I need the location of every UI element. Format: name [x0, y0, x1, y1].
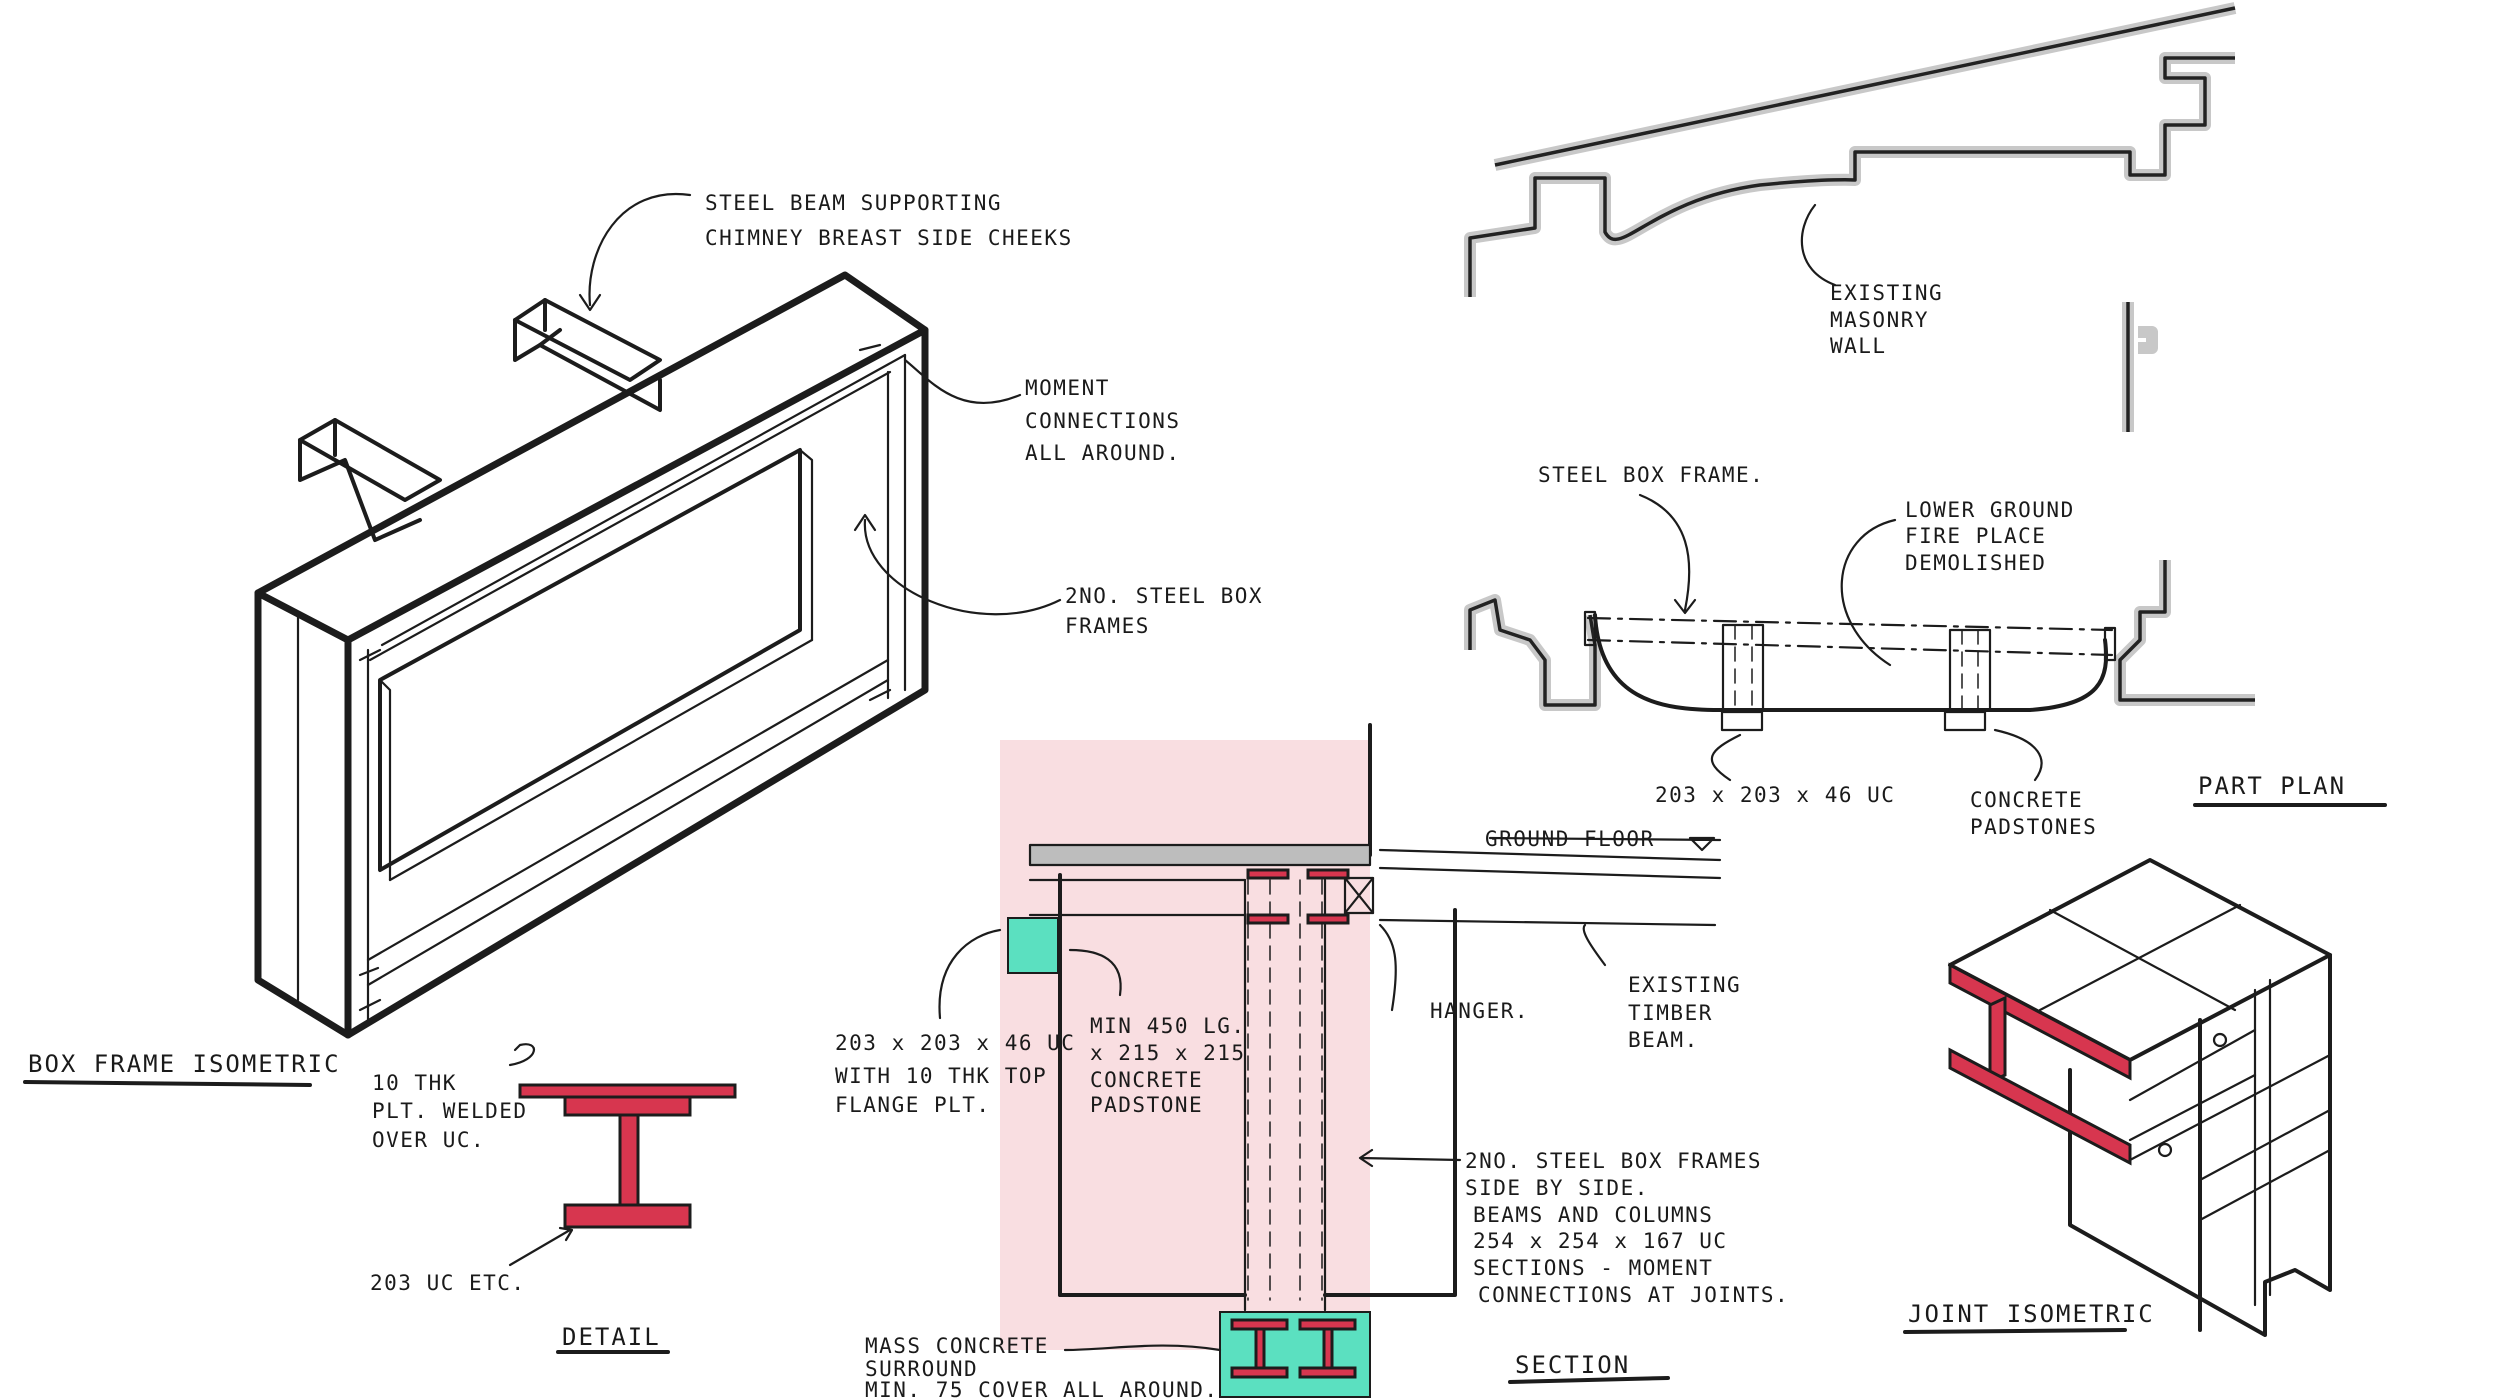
section-note-ground-floor: GROUND FLOOR [1485, 827, 1655, 851]
section-beam-bottom-flange-a [1246, 913, 1290, 925]
detail-leader-plate [508, 1043, 536, 1067]
box-frame [254, 271, 929, 1039]
note-steel-beam-line1: STEEL BEAM SUPPORTING [705, 191, 1002, 215]
section-note-box-frames-line4: 254 x 254 x 167 UC [1473, 1229, 1728, 1253]
section-beam-top-flange-b [1306, 868, 1350, 880]
box-frame-isometric-drawing: STEEL BEAM SUPPORTING CHIMNEY BREAST SID… [23, 191, 1263, 1087]
section-note-padstone-line4: PADSTONE [1090, 1093, 1203, 1117]
section-title-underline [1508, 1376, 1670, 1384]
section-note-box-frames-line5: SECTIONS - MOMENT [1473, 1256, 1713, 1280]
section-note-timber-line1: EXISTING [1628, 973, 1741, 997]
masonry-wall-plan-upper: EXISTING MASONRY WALL [1464, 2, 2237, 432]
section-note-box-frames-line3: BEAMS AND COLUMNS [1473, 1203, 1713, 1227]
section-note-timber-line2: TIMBER [1628, 1001, 1713, 1025]
section-note-mass-concrete-line3: MIN. 75 COVER ALL AROUND. [865, 1378, 1219, 1399]
note-frames-line1: 2NO. STEEL BOX [1065, 584, 1263, 608]
section-padstone [1007, 917, 1059, 974]
section-note-uc-line2: WITH 10 THK TOP [835, 1064, 1047, 1088]
section-note-box-frames-line1: 2NO. STEEL BOX FRAMES [1465, 1149, 1762, 1173]
detail-bottom-flange [563, 1203, 692, 1229]
note-steel-beam-line2: CHIMNEY BREAST SIDE CHEEKS [705, 226, 1073, 250]
section-drawing: GROUND FLOOR 203 x 203 x 46 UC WITH 10 T… [835, 723, 1789, 1399]
section-note-box-frames-line6: CONNECTIONS AT JOINTS. [1478, 1283, 1789, 1307]
section-beam-top-flange-a [1246, 868, 1290, 880]
note-moment-line3: ALL AROUND. [1025, 441, 1181, 465]
detail-leader-section [508, 1226, 574, 1267]
section-note-padstone-line2: x 215 x 215 [1090, 1041, 1246, 1065]
detail-note-plate-line1: 10 THK [372, 1071, 457, 1095]
section-leaders [938, 923, 1607, 1352]
plan-note-fireplace-line3: DEMOLISHED [1905, 551, 2046, 575]
section-note-timber-line3: BEAM. [1628, 1028, 1699, 1052]
note-moment-line2: CONNECTIONS [1025, 409, 1181, 433]
part-plan-title: PART PLAN [2198, 772, 2346, 800]
box-frame-leaders [578, 192, 1062, 616]
part-plan-leaders [1638, 493, 2043, 782]
detail-note-plate-line3: OVER UC. [372, 1128, 485, 1152]
section-note-box-frames-line2: SIDE BY SIDE. [1465, 1176, 1649, 1200]
detail-top-plate [518, 1083, 737, 1099]
joint-title-underline [1903, 1328, 2127, 1334]
section-note-mass-concrete-line1: MASS CONCRETE [865, 1334, 1049, 1358]
plan-note-steel-box: STEEL BOX FRAME. [1538, 463, 1764, 487]
detail-drawing: 10 THK PLT. WELDED OVER UC. 203 UC ETC. … [370, 1043, 737, 1354]
plan-note-fireplace-line1: LOWER GROUND [1905, 498, 2075, 522]
part-plan-drawing: STEEL BOX FRAME. LOWER GROUND FIRE PLACE… [1464, 463, 2387, 839]
detail-title: DETAIL [562, 1323, 661, 1351]
box-frame-title-underline [23, 1080, 312, 1087]
plan-note-masonry-line2: MASONRY [1830, 308, 1929, 332]
ground-floor-level-marker [1488, 836, 1722, 852]
joint-web [1988, 995, 2007, 1085]
box-frame-isometric-title: BOX FRAME ISOMETRIC [28, 1050, 341, 1078]
section-note-uc-line1: 203 x 203 x 46 UC [835, 1031, 1075, 1055]
plan-note-fireplace-line2: FIRE PLACE [1905, 524, 2046, 548]
section-note-uc-line3: FLANGE PLT. [835, 1093, 991, 1117]
detail-top-flange [563, 1095, 692, 1117]
section-beam-bottom-flange-b [1306, 913, 1350, 925]
section-note-hanger: HANGER. [1430, 999, 1529, 1023]
note-moment-line1: MOMENT [1025, 376, 1110, 400]
plan-note-padstones-line1: CONCRETE [1970, 788, 2083, 812]
section-note-padstone-line1: MIN 450 LG. [1090, 1014, 1246, 1038]
section-note-mass-concrete-line2: SURROUND [865, 1357, 978, 1381]
detail-web [618, 1113, 640, 1207]
plan-note-masonry-line1: EXISTING [1830, 281, 1943, 305]
plan-note-uc: 203 x 203 x 46 UC [1655, 783, 1895, 807]
plan-note-padstones-line2: PADSTONES [1970, 815, 2097, 839]
detail-note-plate-line2: PLT. WELDED [372, 1099, 528, 1123]
joint-isometric-title: JOINT ISOMETRIC [1908, 1300, 2155, 1328]
joint-bottom-flange [1948, 1047, 2132, 1166]
section-base-web-a [1254, 1327, 1266, 1370]
steel-beam-rear [298, 298, 662, 542]
joint-top-flange [1948, 962, 2132, 1081]
section-note-padstone-line3: CONCRETE [1090, 1068, 1203, 1092]
masonry-leader [1800, 203, 1837, 287]
note-frames-line2: FRAMES [1065, 614, 1150, 638]
detail-note-section: 203 UC ETC. [370, 1271, 526, 1295]
section-title: SECTION [1515, 1351, 1630, 1379]
plan-note-masonry-line3: WALL [1830, 334, 1887, 358]
joint-isometric-drawing: JOINT ISOMETRIC [1903, 858, 2332, 1337]
section-base-web-b [1322, 1327, 1334, 1370]
